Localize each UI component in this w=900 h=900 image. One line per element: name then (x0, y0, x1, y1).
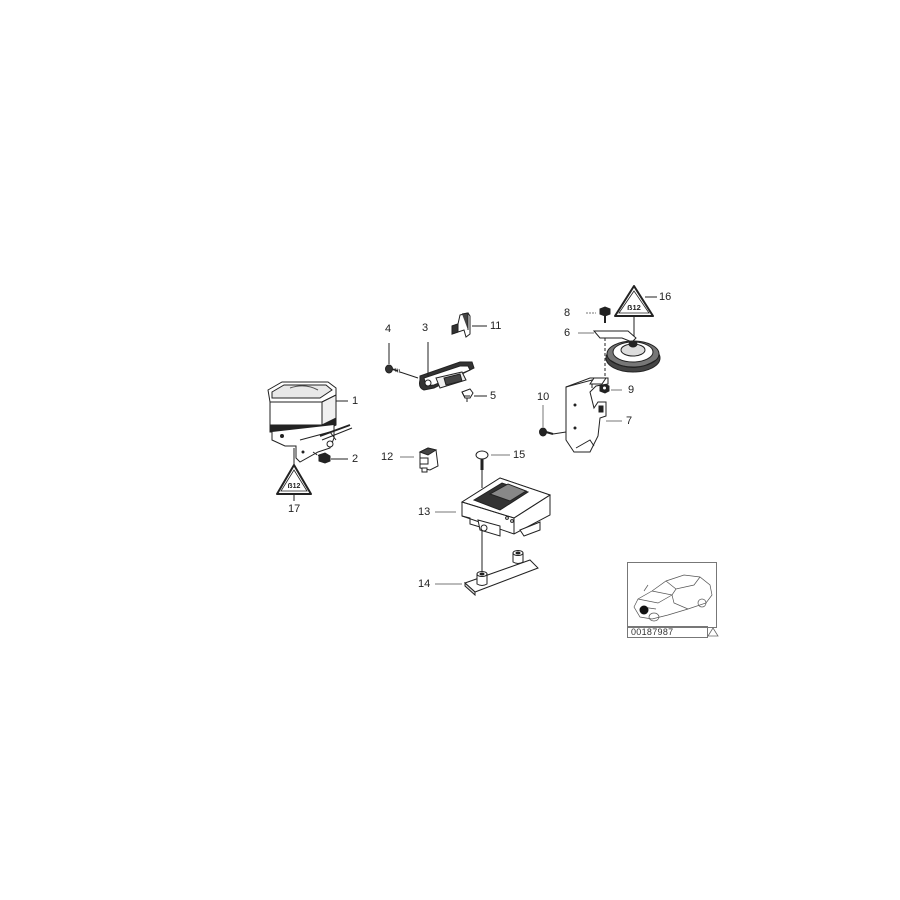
vehicle-location-thumbnail[interactable] (627, 562, 717, 628)
mounting-bracket-icon (565, 377, 622, 453)
nut-icon (599, 383, 622, 394)
callout-14: 14 (418, 578, 431, 590)
callout-15: 15 (513, 449, 526, 461)
warning-triangle-icon (707, 627, 719, 637)
warning-label-icon: ẞ12 (614, 285, 657, 336)
location-marker (639, 605, 649, 615)
callout-13: 13 (418, 506, 431, 518)
callout-6: 6 (564, 327, 571, 339)
bolt-icon (586, 306, 611, 323)
callout-10: 10 (537, 391, 550, 403)
connector-holder-icon (419, 342, 475, 391)
callout-1: 1 (352, 395, 359, 407)
horn-icon (605, 340, 661, 373)
callout-11: 11 (490, 320, 502, 332)
base-plate-icon (435, 550, 539, 597)
horn-bracket-icon (578, 330, 637, 380)
callout-5: 5 (490, 390, 497, 402)
screw-icon (385, 343, 419, 379)
relay-module-icon (267, 381, 353, 463)
callout-17: 17 (288, 503, 301, 515)
callout-16: 16 (659, 291, 672, 303)
control-unit-icon (435, 477, 552, 572)
callout-12: 12 (381, 451, 394, 463)
warning-label-icon: ẞ12 (276, 462, 312, 501)
clip-icon (461, 388, 487, 402)
svg-text:ẞ12: ẞ12 (627, 303, 641, 312)
bolt-icon (475, 450, 510, 488)
callout-7: 7 (626, 415, 633, 427)
callout-9: 9 (628, 384, 635, 396)
hex-nut-icon (312, 451, 331, 464)
callout-2: 2 (352, 453, 359, 465)
callout-4: 4 (385, 323, 392, 335)
svg-text:ẞ12: ẞ12 (288, 483, 301, 490)
car-location-icon (633, 574, 713, 622)
connector-icon (400, 447, 439, 473)
callout-8: 8 (564, 307, 571, 319)
diagram-code: 00187987 (627, 626, 708, 638)
clip-icon (451, 312, 487, 338)
callout-3: 3 (422, 322, 429, 334)
bolt-icon (539, 405, 567, 437)
